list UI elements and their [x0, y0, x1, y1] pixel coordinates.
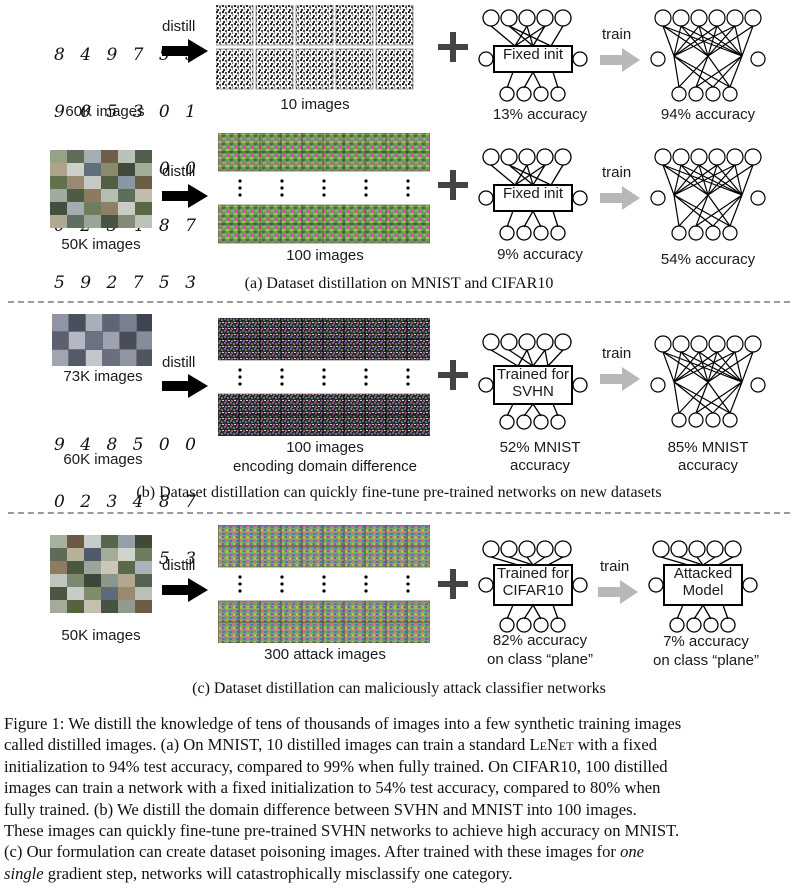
- plus-icon: [438, 170, 468, 200]
- digit-row: 0 2 3 4 8 7: [54, 492, 201, 512]
- network-diagram: [478, 540, 588, 633]
- mnist-count-label: 60K images: [63, 451, 143, 468]
- after-accuracy: 85% MNIST: [667, 439, 749, 456]
- caption-model-name: LeNet: [529, 735, 574, 755]
- network-diagram: [478, 148, 588, 241]
- distilled-description: encoding domain difference: [232, 458, 418, 475]
- before-accuracy: 52% MNIST: [499, 439, 581, 456]
- plus-icon: [438, 569, 468, 599]
- distill-arrow-icon: [162, 578, 208, 602]
- network-diagram: [650, 335, 766, 428]
- svhn-sample-grid: [52, 314, 152, 366]
- distilled-count-label: 100 images: [286, 247, 364, 264]
- caption-text: gradient step, networks will catastrophi…: [43, 863, 513, 883]
- train-arrow-icon: [598, 580, 638, 604]
- plus-icon: [438, 360, 468, 390]
- network-diagram: [478, 9, 588, 102]
- svhn-count-label: 73K images: [63, 368, 143, 385]
- distill-label: distill: [162, 18, 196, 35]
- network-diagram: [650, 9, 766, 102]
- network-diagram: [648, 540, 758, 633]
- train-arrow-icon: [600, 186, 640, 210]
- caption-emphasis: one: [620, 842, 645, 862]
- distilled-count-label: 100 images: [286, 439, 364, 456]
- panel-caption: (a) Dataset distillation on MNIST and CI…: [244, 275, 554, 292]
- cifar-sample-grid: [50, 150, 152, 228]
- model-init-label: Fixed init: [502, 46, 564, 63]
- after-accuracy: 7% accuracy: [663, 633, 749, 650]
- caption-text: called distilled images. (a) On MNIST, 1…: [4, 735, 530, 755]
- train-label: train: [602, 345, 632, 362]
- model-init-label: Fixed init: [502, 185, 564, 202]
- caption-emphasis: single: [4, 863, 44, 883]
- source-count-label: 50K images: [61, 236, 141, 253]
- train-arrow-icon: [600, 48, 640, 72]
- caption-line: called distilled images. (a) On MNIST, 1…: [4, 734, 796, 755]
- caption-text: (c) Our formulation can create dataset p…: [4, 842, 621, 862]
- distilled-count-label: 10 images: [280, 96, 350, 113]
- distilled-image-grid: [218, 525, 430, 643]
- distill-label: distill: [162, 557, 196, 574]
- distilled-image-grid: [216, 5, 414, 90]
- panel-b: 73K images 9 4 8 5 0 0 0 2 3 4 8 7 5 9 2…: [0, 302, 798, 569]
- train-label: train: [602, 164, 632, 181]
- before-accuracy: 82% accuracy: [492, 632, 588, 649]
- caption-line: (c) Our formulation can create dataset p…: [4, 841, 796, 862]
- distilled-image-grid: [218, 133, 430, 244]
- source-count-label: 60K images: [65, 103, 145, 120]
- before-accuracy: on class “plane”: [487, 651, 593, 668]
- panel-c: 50K images distill: [0, 513, 798, 703]
- digit-row: 9 0 5 3 0 1: [54, 102, 201, 122]
- digit-row: 9 4 8 5 0 0: [54, 435, 201, 455]
- digit-row: 5 9 2 7 5 3: [54, 273, 201, 293]
- caption-line: These images can quickly fine-tune pre-t…: [4, 821, 680, 841]
- after-accuracy: 54% accuracy: [660, 251, 756, 268]
- caption-line: initialization to 94% test accuracy, com…: [4, 756, 668, 776]
- panel-caption: (c) Dataset distillation can maliciously…: [192, 680, 606, 697]
- distill-arrow-icon: [162, 374, 208, 398]
- source-count-label: 50K images: [61, 627, 141, 644]
- model-label: Trained for: [497, 565, 569, 582]
- panel-caption: (b) Dataset distillation can quickly fin…: [136, 484, 662, 501]
- after-accuracy: on class “plane”: [653, 652, 759, 669]
- divider: [8, 301, 790, 303]
- after-accuracy: accuracy: [677, 457, 739, 474]
- before-accuracy: accuracy: [509, 457, 571, 474]
- train-label: train: [600, 558, 630, 575]
- distill-label: distill: [162, 163, 196, 180]
- before-accuracy: 13% accuracy: [492, 106, 588, 123]
- model-label: CIFAR10: [502, 582, 564, 599]
- network-diagram: [478, 333, 588, 430]
- train-arrow-icon: [600, 367, 640, 391]
- caption-line: Figure 1: We distill the knowledge of te…: [4, 714, 682, 733]
- attacked-model-label: Model: [682, 582, 724, 599]
- caption-line: fully trained. (b) We distill the domain…: [4, 799, 637, 819]
- network-diagram: [650, 148, 766, 241]
- train-label: train: [602, 26, 632, 43]
- divider: [8, 512, 790, 514]
- cifar-sample-grid: [50, 535, 152, 613]
- after-accuracy: 94% accuracy: [660, 106, 756, 123]
- distilled-image-grid: [218, 318, 430, 436]
- model-label: Trained for: [497, 366, 569, 383]
- caption-line: images can train a network with a fixed …: [4, 778, 661, 798]
- model-label: SVHN: [512, 383, 554, 400]
- caption-text: with a fixed: [573, 735, 658, 755]
- caption-line: single gradient step, networks will cata…: [4, 863, 796, 884]
- distill-arrow-icon: [162, 184, 208, 208]
- distill-arrow-icon: [162, 39, 208, 63]
- attacked-model-label: Attacked: [673, 565, 733, 582]
- figure-caption: Figure 1: We distill the knowledge of te…: [4, 713, 796, 884]
- panel-a: 8 4 9 7 5 3 9 0 5 3 0 1 9 4 8 5 0 0 0 2 …: [0, 0, 798, 300]
- before-accuracy: 9% accuracy: [497, 246, 583, 263]
- distilled-count-label: 300 attack images: [264, 646, 386, 663]
- distill-label: distill: [162, 354, 196, 371]
- plus-icon: [438, 32, 468, 62]
